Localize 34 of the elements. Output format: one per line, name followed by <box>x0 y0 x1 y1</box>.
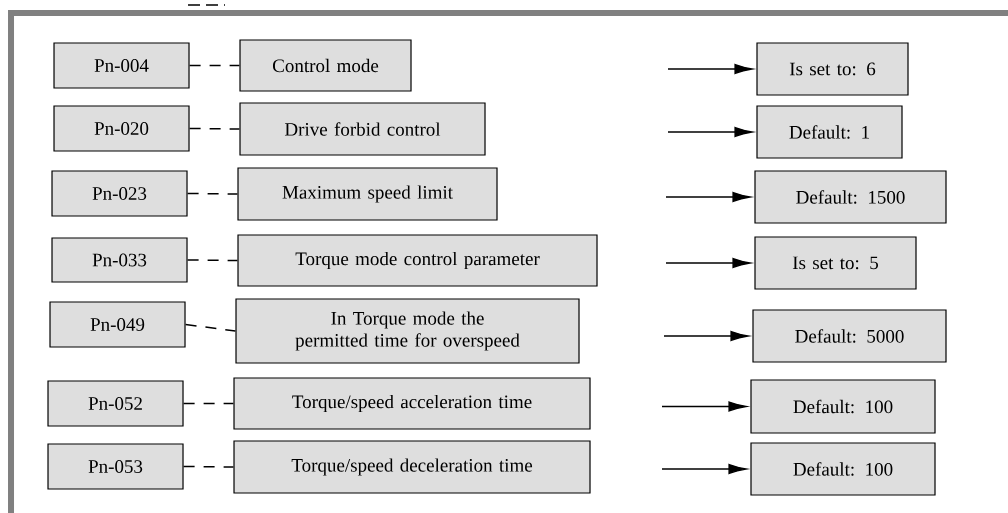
description-box: Torque mode control parameter <box>237 234 598 287</box>
value-box: Is set to: 5 <box>754 236 917 290</box>
param-box: Pn-023 <box>51 170 188 217</box>
param-box: Pn-053 <box>47 443 184 490</box>
value-box: Is set to: 6 <box>756 42 909 96</box>
value-box: Default: 100 <box>750 442 936 496</box>
description-box: Torque/speed acceleration time <box>233 377 591 430</box>
param-box: Pn-004 <box>53 42 190 89</box>
connector-line <box>188 127 241 130</box>
description-box: Torque/speed deceleration time <box>233 440 591 494</box>
arrow <box>661 463 747 475</box>
value-box: Default: 1500 <box>754 170 947 224</box>
description-box: In Torque mode the permitted time for overspeed <box>235 298 580 364</box>
value-box: Default: 1 <box>756 105 903 159</box>
description-box: Drive forbid control <box>239 102 486 156</box>
description-box: Control mode <box>239 39 412 92</box>
arrow <box>667 63 753 75</box>
connector-line <box>184 323 237 332</box>
param-box: Pn-033 <box>51 237 188 283</box>
connector-line <box>186 259 239 262</box>
connector-line <box>188 64 241 67</box>
arrow <box>663 330 749 342</box>
connector-line <box>182 465 235 468</box>
param-box: Pn-049 <box>49 301 186 348</box>
arrow <box>665 257 751 269</box>
param-box: Pn-052 <box>47 380 184 427</box>
description-box: Maximum speed limit <box>237 167 498 221</box>
value-box: Default: 5000 <box>752 309 947 363</box>
value-box: Default: 100 <box>750 379 936 434</box>
connector-line <box>182 402 235 405</box>
arrow <box>667 126 753 138</box>
arrow <box>665 191 751 203</box>
param-box: Pn-020 <box>53 105 190 152</box>
connector-line <box>186 192 239 195</box>
